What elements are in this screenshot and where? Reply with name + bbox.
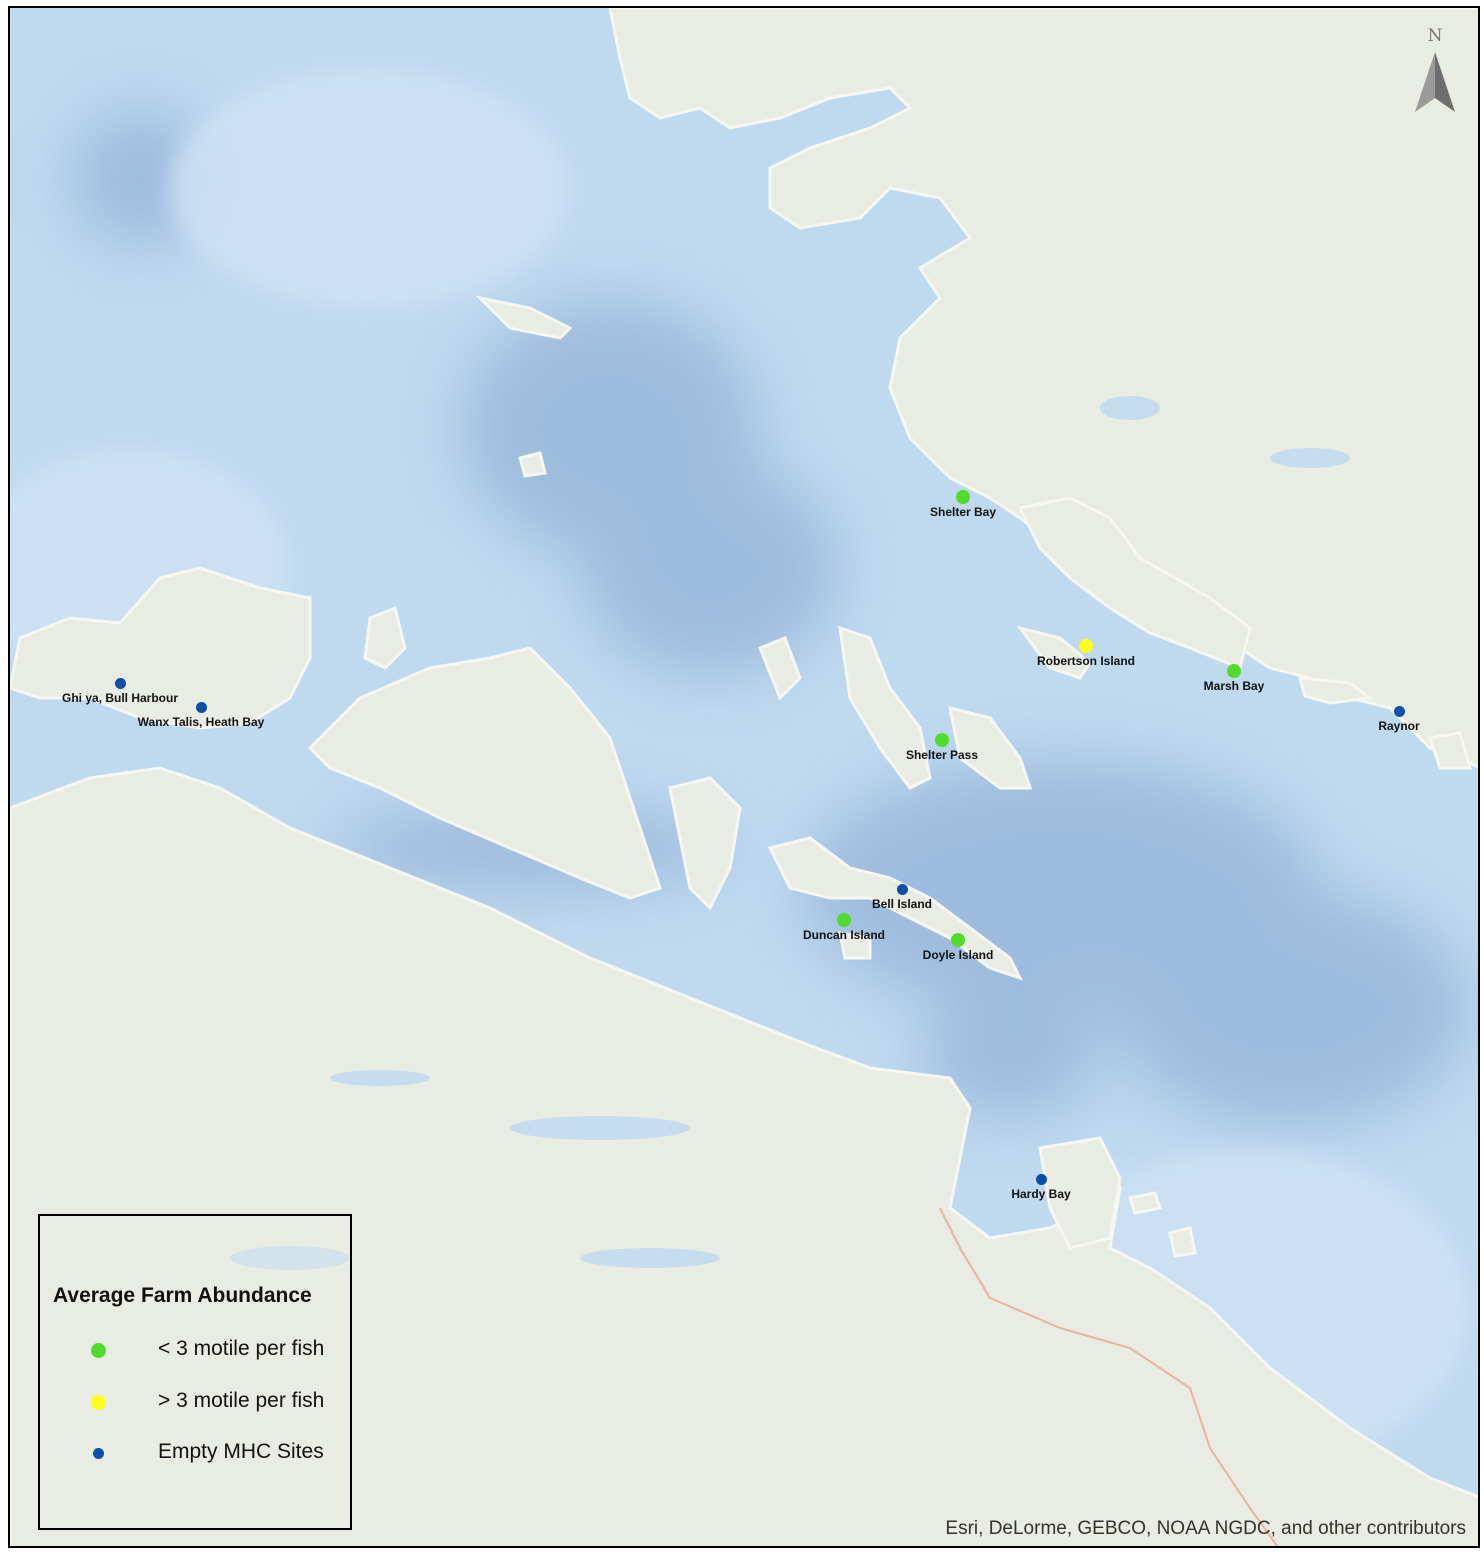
site-label: Raynor [1378,719,1420,733]
island-islet-4 [1168,1226,1197,1258]
island-balaklava [668,776,742,911]
site-marker[interactable] [195,701,207,713]
road [939,1207,1279,1546]
site-label: Doyle Island [922,948,994,962]
site-marker[interactable] [1227,664,1241,678]
site-marker[interactable] [1035,1173,1047,1185]
legend-label-high: > 3 motile per fish [158,1389,325,1412]
site-marker[interactable] [956,490,970,504]
island-islet-5 [1428,731,1472,770]
island-north-islet [475,295,573,340]
island-duncan [838,931,872,960]
site-marker[interactable] [951,933,965,947]
island-marsh-bay-point [1297,676,1374,705]
legend-title: Average Farm Abundance [53,1284,312,1307]
legend: Average Farm Abundance < 3 motile per fi… [38,1214,352,1530]
island-shelter-pass-east [948,705,1033,790]
legend-label-empty: Empty MHC Sites [158,1440,324,1463]
site-marker[interactable] [1393,705,1405,717]
legend-label-low: < 3 motile per fish [158,1337,325,1360]
north-arrow: N [1413,26,1457,122]
island-islet-3 [1128,1191,1162,1215]
island-nigei [307,646,662,900]
legend-item-high: > 3 motile per fish [40,1387,350,1417]
site-label: Robertson Island [1036,654,1136,668]
land-northeast [608,8,1478,769]
lakes [230,396,1350,1270]
island-small-west [363,605,407,670]
legend-item-empty: Empty MHC Sites [40,1438,350,1468]
site-label: Bell Island [871,897,933,911]
land [10,8,1478,1546]
legend-swatch-high [90,1394,106,1410]
legend-item-low: < 3 motile per fish [40,1335,350,1365]
deep-water-shading [70,108,1470,1128]
island-hardy-peninsula [1038,1136,1122,1250]
land-south [10,766,1478,1546]
attribution: Esri, DeLorme, GEBCO, NOAA NGDC, and oth… [945,1518,1466,1539]
site-label: Shelter Pass [905,748,979,762]
island-islet-2 [518,451,547,478]
basemap [10,8,1478,1546]
legend-swatch-low [90,1342,106,1358]
site-marker[interactable] [1079,639,1093,653]
island-hope [10,566,312,730]
site-marker[interactable] [935,733,949,747]
island-shelter-pass [838,625,932,790]
site-marker[interactable] [896,883,908,895]
site-label: Marsh Bay [1203,679,1265,693]
island-islet-1 [758,636,802,701]
site-marker[interactable] [837,913,851,927]
site-label: Ghi ya, Bull Harbour [61,691,179,705]
north-arrow-icon [1415,52,1455,112]
site-label: Hardy Bay [1011,1187,1071,1201]
site-marker[interactable] [114,677,126,689]
island-robertson [1016,625,1092,680]
site-label: Wanx Talis, Heath Bay [137,715,265,729]
site-label: Duncan Island [802,928,886,942]
site-label: Shelter Bay [929,505,997,519]
north-label: N [1427,26,1443,46]
legend-swatch-empty [92,1447,104,1459]
